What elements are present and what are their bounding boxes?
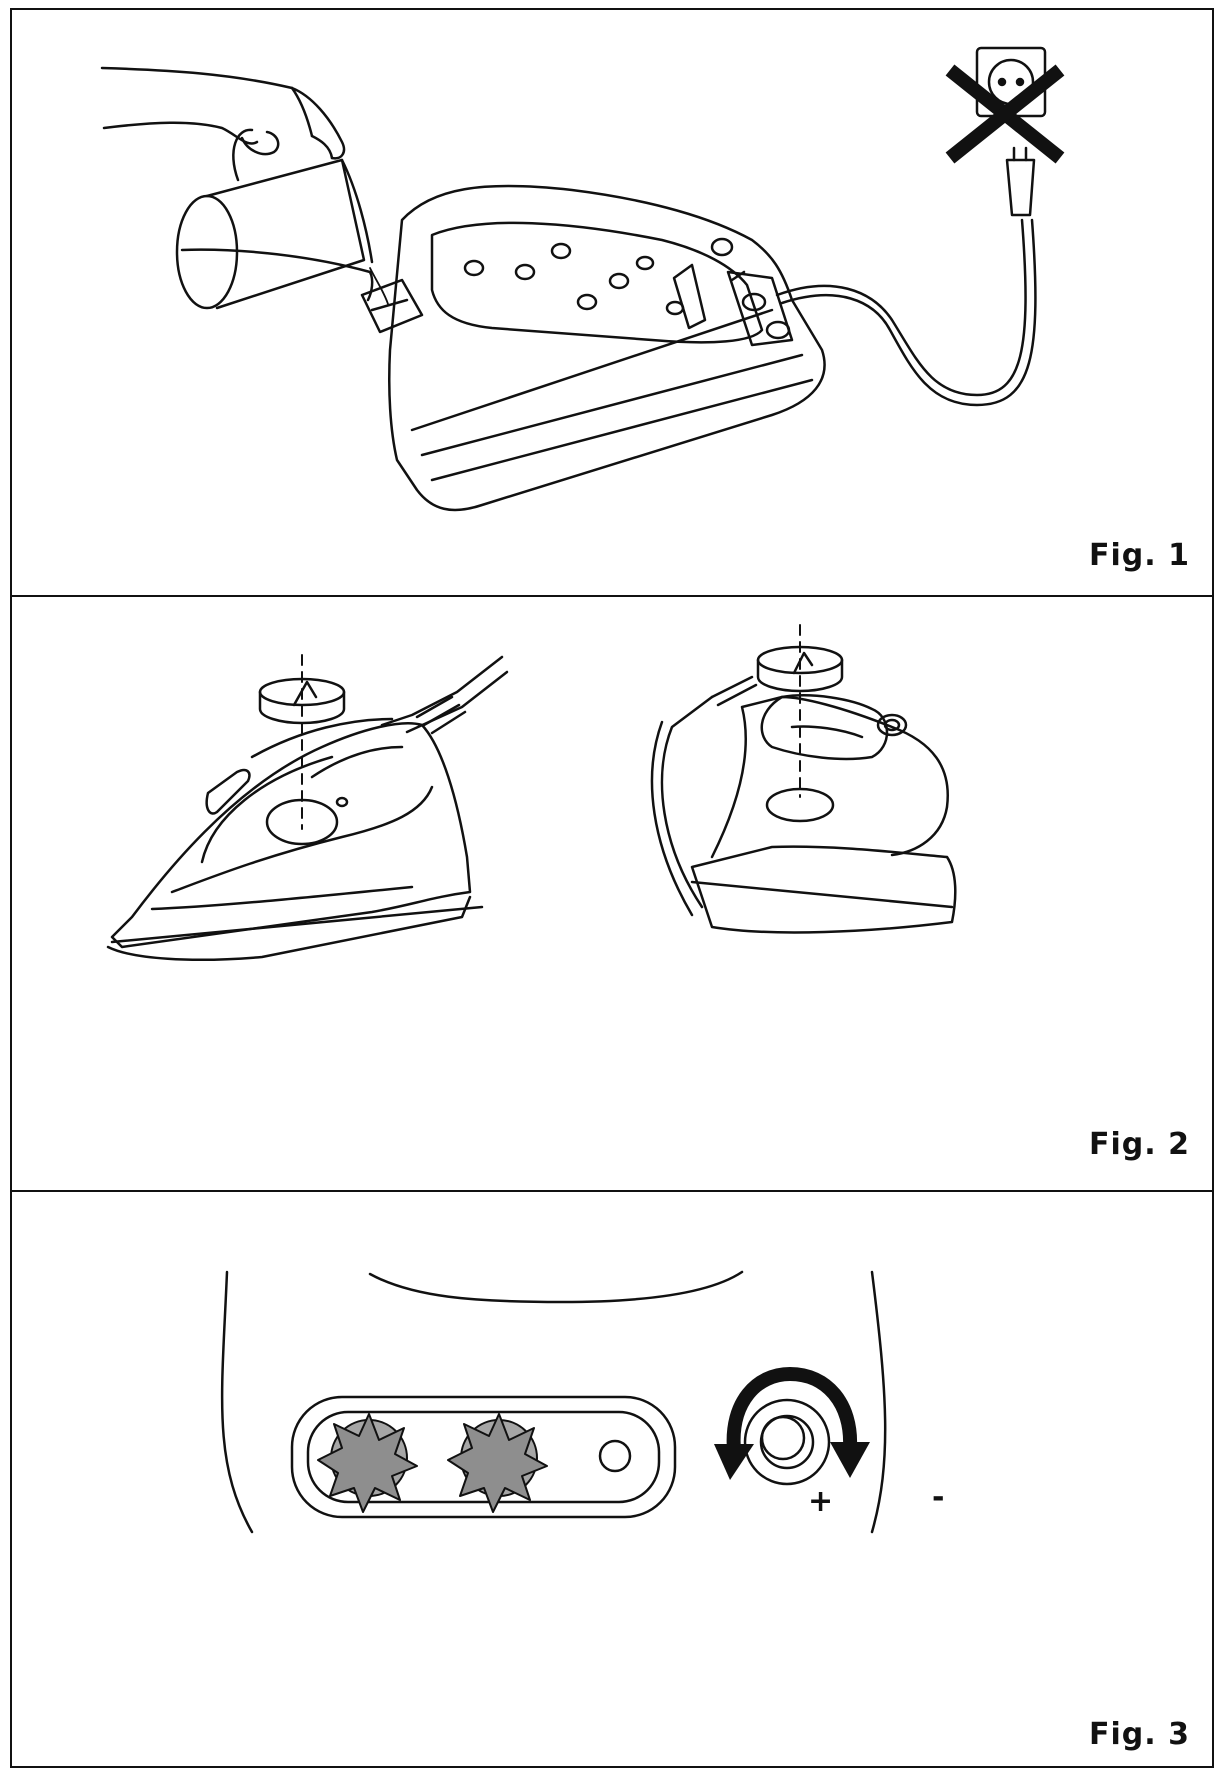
indicator-light-off bbox=[598, 1439, 632, 1473]
handle-edge bbox=[368, 1270, 744, 1304]
button-panel bbox=[290, 1395, 677, 1519]
figure-3-panel: + - Fig. 3 bbox=[12, 1192, 1212, 1770]
minus-sign-label: - bbox=[932, 1480, 945, 1515]
control-panel-illustration bbox=[220, 1270, 887, 1534]
steam-iron-side-view bbox=[106, 655, 509, 962]
water-stream bbox=[369, 267, 389, 305]
rotation-indicator-icon-2 bbox=[756, 624, 844, 798]
figure-label: Fig. 3 bbox=[1089, 1717, 1190, 1752]
power-cord bbox=[775, 218, 1027, 397]
steam-iron-upright bbox=[360, 184, 826, 512]
power-plug bbox=[1005, 146, 1036, 217]
water-jug bbox=[175, 128, 374, 310]
hand-illustration bbox=[100, 66, 346, 160]
plus-sign-label: + bbox=[808, 1484, 834, 1519]
figure-1-panel: Fig. 1 bbox=[12, 10, 1212, 597]
steam-iron-rear-view bbox=[650, 675, 957, 934]
figure-label: Fig. 1 bbox=[1089, 538, 1190, 573]
iron-body-left-edge bbox=[220, 1270, 254, 1534]
figure-label: Fig. 2 bbox=[1089, 1127, 1190, 1162]
indicator-light-1 bbox=[317, 1413, 418, 1513]
rotation-arrow-icon bbox=[714, 1367, 870, 1480]
temperature-knob bbox=[743, 1398, 831, 1486]
unplug-cross-icon bbox=[945, 64, 1065, 164]
iron-body-right-edge bbox=[870, 1270, 887, 1534]
figure-2-panel: Fig. 2 bbox=[12, 597, 1212, 1192]
filling-water-tank-illustration bbox=[100, 46, 1065, 512]
indicator-light-2 bbox=[447, 1413, 548, 1513]
rotation-indicator-icon bbox=[258, 654, 346, 830]
steam-dial-illustration bbox=[106, 624, 957, 962]
manual-figure-page: Fig. 1 bbox=[10, 8, 1214, 1768]
